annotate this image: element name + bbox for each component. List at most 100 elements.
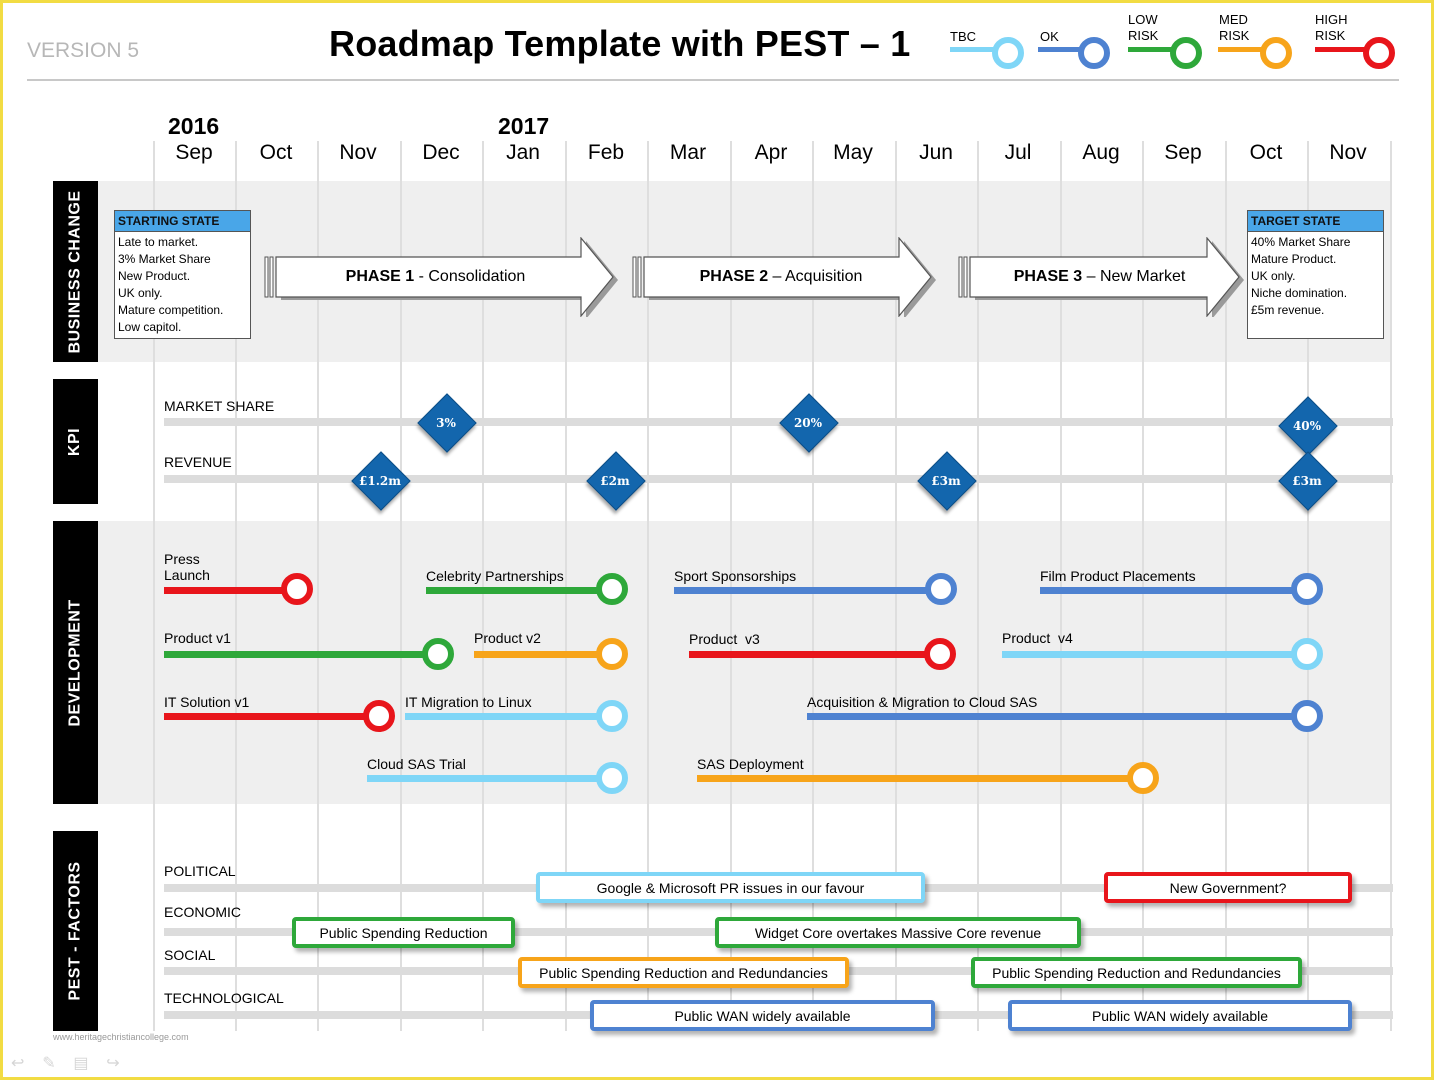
dev-item-bar [164, 587, 294, 594]
legend-line-ok [1038, 47, 1090, 52]
gridline [1390, 141, 1392, 1031]
gridline [153, 141, 155, 1031]
dev-item-bar [807, 713, 1306, 720]
menu-icon[interactable]: ▤ [73, 1055, 89, 1072]
slideshow-controls[interactable]: ↩ ✎ ▤ ↪ [11, 1053, 120, 1073]
dev-item-end-marker [596, 700, 628, 732]
section-label-kpi: KPI [53, 379, 98, 504]
month-label: May [833, 141, 873, 164]
dev-item-label: Cloud SAS Trial [367, 756, 466, 772]
dev-item-bar [426, 587, 611, 594]
target-state-line: UK only. [1251, 269, 1296, 283]
pest-economic-label: ECONOMIC [164, 904, 241, 920]
section-label-text: BUSINESS CHANGE [66, 189, 84, 354]
starting-state-line: New Product. [118, 269, 191, 283]
dev-item-bar [405, 713, 611, 720]
kpi-milestone-label: 40% [1292, 419, 1322, 433]
target-state-title: TARGET STATE [1248, 211, 1383, 232]
kpi-milestone-label: £2m [600, 474, 630, 488]
phase-2-bold: PHASE 2 [699, 268, 769, 285]
pest-item: Google & Microsoft PR issues in our favo… [536, 872, 925, 903]
dev-item-end-marker [1291, 700, 1323, 732]
dev-item-bar [674, 587, 940, 594]
month-label: Sep [175, 141, 213, 164]
back-arrow-icon[interactable]: ↩ [11, 1055, 25, 1072]
starting-state-title: STARTING STATE [115, 211, 250, 232]
target-state-line: Niche domination. [1251, 286, 1348, 300]
legend-line-tbc [950, 47, 1002, 52]
month-label: Mar [669, 141, 707, 164]
dev-item-label: Product v3 [689, 631, 760, 647]
gridline [235, 141, 237, 1031]
phase-1-bold: PHASE 1 [345, 268, 415, 285]
starting-state-line: Low capitol. [118, 320, 182, 334]
phase-3-label: PHASE 3 – New Market [957, 237, 1242, 317]
dev-item-end-marker [596, 638, 628, 670]
kpi-milestone-label: 20% [793, 416, 823, 430]
dev-item-label: IT Solution v1 [164, 694, 250, 710]
section-label-text: KPI [66, 427, 84, 456]
dev-item-bar [164, 651, 437, 658]
month-label: Oct [259, 141, 293, 164]
dev-item-end-marker [1127, 762, 1159, 794]
kpi-milestone-label: 3% [436, 416, 456, 430]
dev-item-end-marker [596, 573, 628, 605]
pest-item: Public Spending Reduction [292, 917, 515, 948]
gridline [730, 141, 732, 1031]
kpi-revenue-track [164, 475, 1393, 483]
gridline [400, 141, 402, 1031]
gridline [565, 141, 567, 1031]
section-label-development: DEVELOPMENT [53, 521, 98, 804]
month-label: Nov [1329, 141, 1367, 164]
starting-state-line: Late to market. [118, 235, 199, 249]
dev-item-end-marker [924, 638, 956, 670]
pest-item: Public Spending Reduction and Redundanci… [971, 957, 1302, 988]
month-label: Nov [339, 141, 377, 164]
gridline [647, 141, 649, 1031]
dev-item-end-marker [596, 762, 628, 794]
watermark-text: www.heritagechristiancollege.com [53, 1032, 189, 1042]
month-label: Dec [422, 141, 460, 164]
section-label-business-change: BUSINESS CHANGE [53, 181, 98, 362]
starting-state-box: STARTING STATE Late to market. 3% Market… [114, 210, 251, 339]
month-label: Jul [1004, 141, 1032, 164]
gridline [977, 141, 979, 1031]
arrow-shape-icon [264, 237, 618, 317]
dev-item-end-marker [363, 700, 395, 732]
target-state-box: TARGET STATE 40% Market Share Mature Pro… [1247, 210, 1384, 339]
dev-item-label: Sport Sponsorships [674, 568, 797, 584]
kpi-revenue-label: REVENUE [164, 454, 232, 470]
phase-2-label: PHASE 2 – Acquisition [631, 237, 931, 317]
dev-item-label: Product v2 [474, 630, 541, 646]
month-label: Feb [587, 141, 625, 164]
dev-item-end-marker [281, 573, 313, 605]
phase-2-arrow: PHASE 2 – Acquisition [631, 237, 986, 317]
gridline [1060, 141, 1062, 1031]
dev-item-end-marker [1291, 638, 1323, 670]
month-label: Jun [919, 141, 953, 164]
dev-item-label: Celebrity Partnerships [426, 568, 564, 584]
dev-item-end-marker [925, 573, 957, 605]
pest-political-label: POLITICAL [164, 863, 236, 879]
month-label: Sep [1164, 141, 1202, 164]
forward-arrow-icon[interactable]: ↪ [106, 1055, 120, 1072]
legend-label-low-risk: LOW RISK [1128, 12, 1159, 43]
legend-label-high-risk: HIGH RISK [1315, 12, 1348, 43]
kpi-milestone-label: £3m [1292, 474, 1322, 488]
section-label-pest: PEST - FACTORS [53, 831, 98, 1031]
dev-item-bar [1002, 651, 1306, 658]
legend-line-high-risk [1315, 47, 1367, 52]
legend-marker-ok [1078, 37, 1110, 69]
dev-item-label: Product v1 [164, 630, 231, 646]
target-state-line: £5m revenue. [1251, 303, 1325, 317]
dev-item-bar [689, 651, 939, 658]
year-label-2016: 2016 [168, 113, 220, 139]
phase-3-arrow: PHASE 3 – New Market [957, 237, 1312, 317]
dev-item-label: SAS Deployment [697, 756, 804, 772]
pen-icon[interactable]: ✎ [42, 1055, 56, 1072]
kpi-milestone-label: £1.2m [359, 474, 401, 488]
legend-label-tbc: TBC [950, 29, 976, 44]
month-label: Oct [1249, 141, 1283, 164]
kpi-milestone-label: £3m [931, 474, 961, 488]
dev-item-label: Acquisition & Migration to Cloud SAS [807, 694, 1038, 710]
